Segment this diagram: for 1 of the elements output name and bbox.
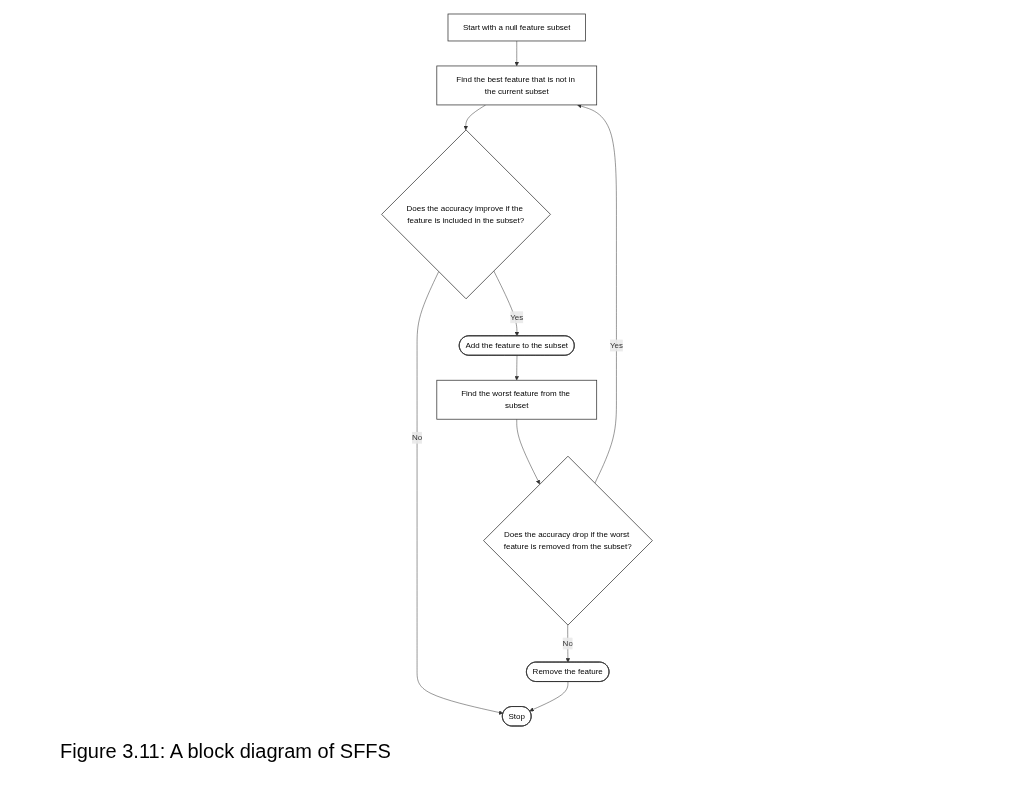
caption: Figure 3.11: A block diagram of SFFS bbox=[60, 740, 391, 763]
